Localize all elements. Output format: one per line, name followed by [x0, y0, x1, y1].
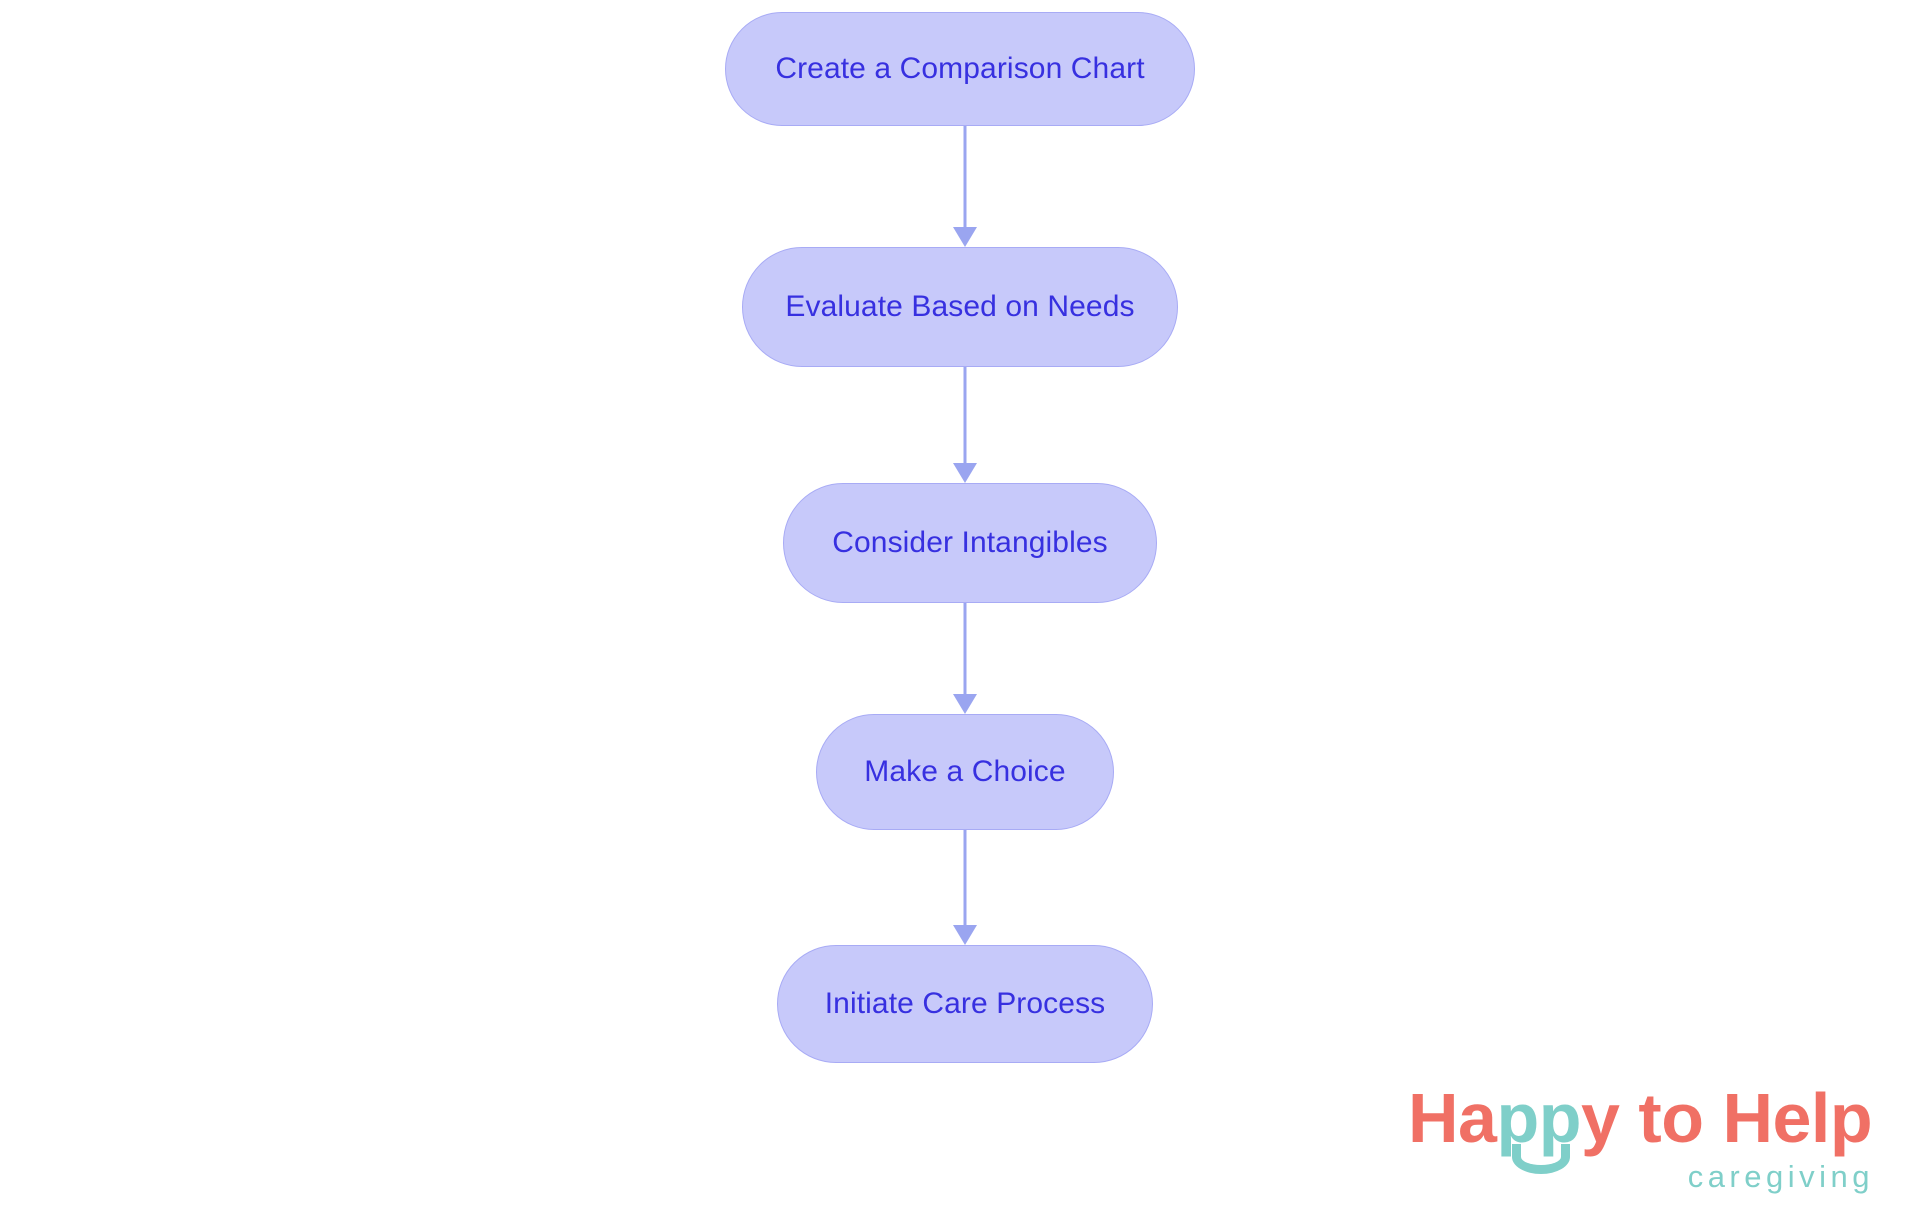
smile-arc-icon [1512, 1144, 1570, 1174]
logo-text-help: Help [1722, 1079, 1873, 1157]
flow-node-make-a-choice[interactable]: Make a Choice [816, 714, 1114, 830]
flow-connector-4 [951, 830, 979, 945]
flow-node-create-comparison-chart[interactable]: Create a Comparison Chart [725, 12, 1195, 126]
connector-line [963, 126, 967, 227]
connector-line [963, 603, 967, 694]
arrowhead-icon [953, 463, 977, 483]
logo-tagline: caregiving [1687, 1159, 1874, 1194]
connector-line [963, 830, 967, 925]
logo-text-ha: Ha [1408, 1079, 1497, 1157]
flow-connector-3 [951, 603, 979, 714]
logo-text-y: y [1581, 1079, 1620, 1157]
flow-connector-1 [951, 126, 979, 247]
logo-text-pp: pp [1496, 1079, 1582, 1157]
brand-logo: Happy to Help caregiving [1408, 1081, 1878, 1199]
logo-wordmark: Happy to Help [1408, 1081, 1878, 1155]
flow-node-evaluate-based-on-needs[interactable]: Evaluate Based on Needs [742, 247, 1178, 367]
arrowhead-icon [953, 925, 977, 945]
flow-connector-2 [951, 367, 979, 483]
flow-node-initiate-care-process[interactable]: Initiate Care Process [777, 945, 1153, 1063]
logo-space-1 [1619, 1079, 1638, 1157]
connector-line [963, 367, 967, 463]
logo-space-2 [1703, 1079, 1722, 1157]
arrowhead-icon [953, 227, 977, 247]
logo-text-to: to [1638, 1079, 1704, 1157]
arrowhead-icon [953, 694, 977, 714]
flow-node-consider-intangibles[interactable]: Consider Intangibles [783, 483, 1157, 603]
